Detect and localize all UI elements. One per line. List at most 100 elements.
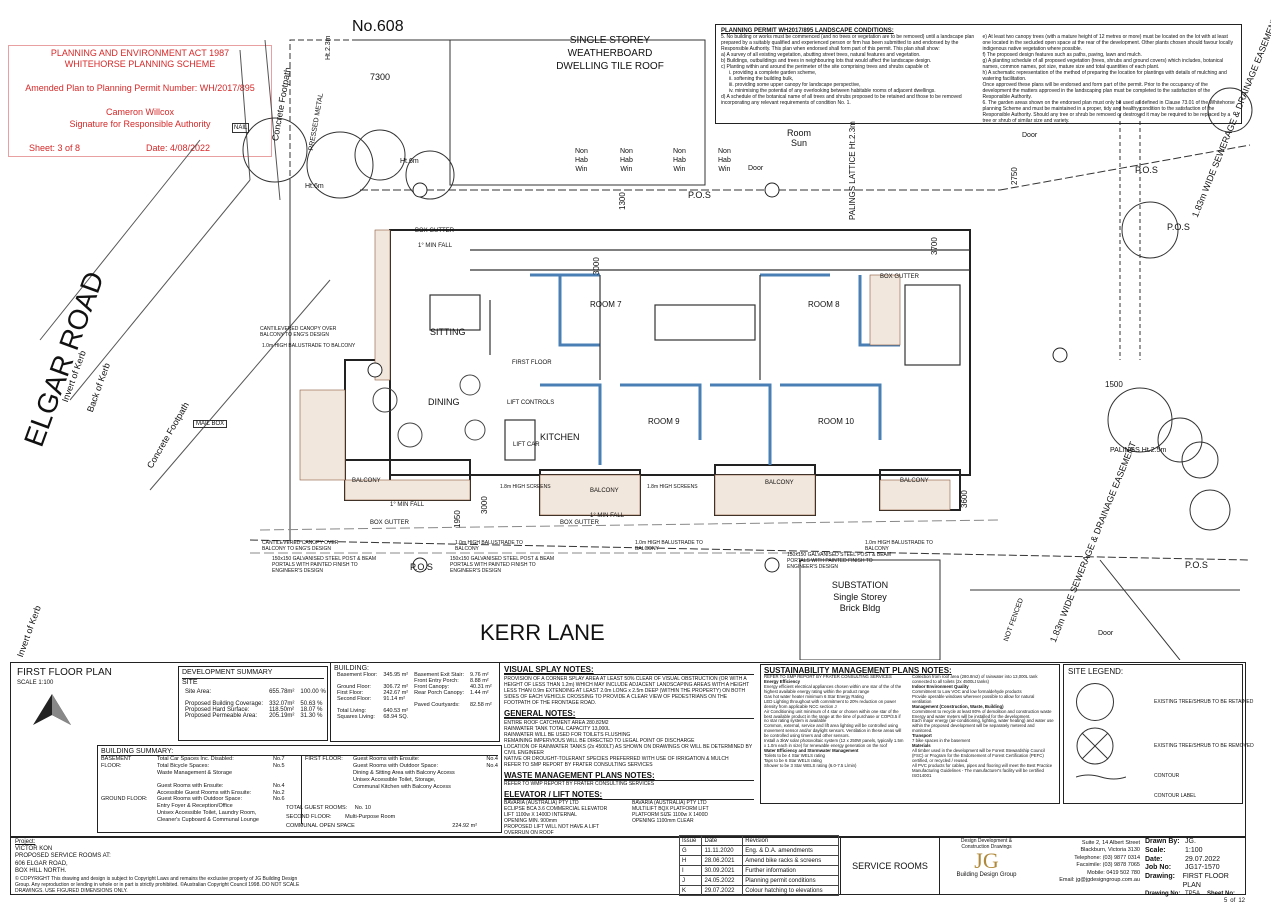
list-item: Indoor Environment Quality xyxy=(912,683,969,689)
rev-issue: I xyxy=(678,865,703,876)
list-item: OPENING 1100mm CLEAR xyxy=(632,818,694,824)
visual-splay-text: PROVISION OF A CORNER SPLAY AREA AT LEAS… xyxy=(504,674,754,706)
room-7: ROOM 7 xyxy=(590,300,622,309)
landscape-c4: iv. minimising the potential of any over… xyxy=(729,88,936,94)
company-logo: JG xyxy=(974,848,999,873)
dim-3000: 3000 xyxy=(480,496,489,514)
min-fall-3: 1° MIN FALL xyxy=(590,513,625,519)
count: No.4 xyxy=(486,762,498,769)
list-item: Total Bicycle Spaces: xyxy=(157,762,209,769)
bld-label: First Floor: xyxy=(337,690,364,696)
list-item: Provide operable windows wherever possib… xyxy=(912,693,1035,704)
bld-val: 345.95 m² xyxy=(383,672,409,678)
box-gutter-4: BOX GUTTER xyxy=(880,274,920,280)
count: No.4 xyxy=(486,756,498,762)
dev-pct: 31.30 % xyxy=(300,713,323,719)
bld-label2: Paved Courtyards: xyxy=(414,702,460,708)
elevator-col2: BAVARIA (AUSTRALIA) PTY LTD MULTILIFT BQ… xyxy=(632,800,752,836)
info-label: Date: xyxy=(1145,855,1163,863)
building-summary-box: BUILDING SUMMARY: BASEMENT FLOOR: GROUND… xyxy=(97,745,502,833)
count: No.4 xyxy=(273,782,285,789)
list-item: Collection from roof area (280.8m2) of r… xyxy=(912,674,1038,684)
general-notes-title: GENERAL NOTES: xyxy=(504,709,576,718)
landscape-text2: Once approved these plans will be endors… xyxy=(982,82,1211,100)
company-address1: Suite 2, 14 Albert Street xyxy=(1081,840,1140,846)
dev-pct: 18.07 % xyxy=(300,707,323,713)
bld-val2: 8.88 m² xyxy=(469,678,489,684)
summary-label: GROUND FLOOR: xyxy=(101,795,148,802)
neighbour-description: SINGLE STOREY WEATHERBOARD DWELLING TILE… xyxy=(540,34,680,73)
bld-val2 xyxy=(467,714,495,720)
list-item: MULTILIFT BQX PLATFORM LIFT xyxy=(632,806,709,812)
nhw-hab: Hab xyxy=(620,156,633,164)
project-desc: PROPOSED SERVICE ROOMS AT: xyxy=(15,853,111,860)
company-name: Building Design Group xyxy=(956,872,1017,878)
item-text: Guest Rooms with Outdoor Space: xyxy=(353,762,438,769)
info-value: JG. xyxy=(1185,838,1196,845)
company-contact: Suite 2, 14 Albert Street Blackburn, Vic… xyxy=(1032,840,1140,885)
dev-label: Proposed Permeable Area: xyxy=(185,713,258,719)
nhw-non: Non xyxy=(673,148,686,155)
list-item: Accessible Guest Rooms with Ensuite: xyxy=(157,789,252,796)
substation-1: SUBSTATION xyxy=(831,580,889,590)
dim-1950: 1950 xyxy=(453,510,462,528)
list-item: Energy Efficiency xyxy=(764,678,801,684)
pos-label-2: P.O.S xyxy=(1135,165,1158,175)
rev-desc: Amend bike racks & screens xyxy=(742,855,839,866)
count: No.6 xyxy=(273,796,285,803)
table-row: Total Living:640.53 m² xyxy=(334,708,495,714)
company-email[interactable]: Email: jg@jgdesigngroup.com.au xyxy=(1059,877,1140,884)
first-floor-list: Guest Rooms with Ensuite: No.4 Guest Room… xyxy=(353,756,498,824)
rev-issue: H xyxy=(678,855,703,866)
list-item: 7 bike spaces in the basement xyxy=(912,738,971,744)
nhw-hab: Hab xyxy=(575,156,588,164)
company-tag1: Design Development & xyxy=(960,838,1013,844)
galv-post-note-2: 150x150 GALVANISED STEEL POST & BEAM POR… xyxy=(450,556,555,574)
bld-val2: 82.58 m² xyxy=(469,702,492,708)
col-header: Issue xyxy=(678,835,703,846)
room-sun-label: Room Sun xyxy=(787,128,811,148)
development-site: SITE xyxy=(182,678,324,686)
bld-val2: 1.44 m² xyxy=(469,690,489,696)
planning-stamp: PLANNING AND ENVIRONMENT ACT 1987 WHITEH… xyxy=(8,45,272,157)
second-label: SECOND FLOOR: xyxy=(286,813,332,820)
rev-issue: G xyxy=(678,845,703,856)
list-item: ENTIRE ROOF CATCHMENT AREA 280.82M2 xyxy=(504,720,609,726)
rev-date: 30.09.2021 xyxy=(701,865,744,876)
floor-plan-drawing xyxy=(39,39,1253,660)
rev-desc: Planning permit conditions xyxy=(742,875,839,886)
col-header: Date xyxy=(701,835,744,846)
landscape-c: c) Planting within and around the perime… xyxy=(721,64,930,70)
nhw-win: Win xyxy=(673,165,686,173)
balcony-3: BALCONY xyxy=(765,480,794,486)
item-text: Guest Rooms with Ensuite: xyxy=(353,756,420,762)
project-info: Project: VICTOR KON PROPOSED SERVICE ROO… xyxy=(15,839,305,894)
list-item: Communal Kitchen with Balcony Access xyxy=(353,783,451,790)
elevator-col1: BAVARIA (AUSTRALIA) PTY LTD ECLIPSE BCA … xyxy=(504,800,624,836)
sustainability-box: SUSTAINABILITY MANAGEMENT PLANS NOTES: R… xyxy=(760,664,1060,804)
rev-desc: Colour hatching to elevations xyxy=(742,885,839,896)
room-sun-2: Sun xyxy=(791,138,808,148)
dim-3000b: 3000 xyxy=(592,257,601,275)
dim-1300: 1300 xyxy=(618,192,627,210)
list-item: Commitment to Low VOC and low formaldehy… xyxy=(912,688,1022,694)
list-item: Management (Construction, Waste, Buildin… xyxy=(912,703,1004,709)
room-sitting: SITTING xyxy=(430,327,466,337)
second-value: Multi-Purpose Room xyxy=(345,813,396,820)
nail-label: NAIL xyxy=(232,123,250,133)
list-item: PLATFORM SIZE 1100w X 1400D xyxy=(632,812,708,818)
bld-val: 242.67 m² xyxy=(383,690,409,696)
table-row: Paved Courtyards: 82.58 m² xyxy=(334,702,495,708)
list-item: Each major energy (air-conditioning, lig… xyxy=(912,718,1054,734)
development-summary-box: DEVELOPMENT SUMMARY SITE Site Area:655.7… xyxy=(178,666,328,741)
balustrade-note-2: 1.0m HIGH BALUSTRADE TO BALCONY xyxy=(455,540,523,552)
tree-retained-icon xyxy=(1076,683,1114,721)
company-logo-block: Design Development & Construction Drawin… xyxy=(944,838,1029,878)
summary-label: FIRST FLOOR: xyxy=(305,756,343,762)
